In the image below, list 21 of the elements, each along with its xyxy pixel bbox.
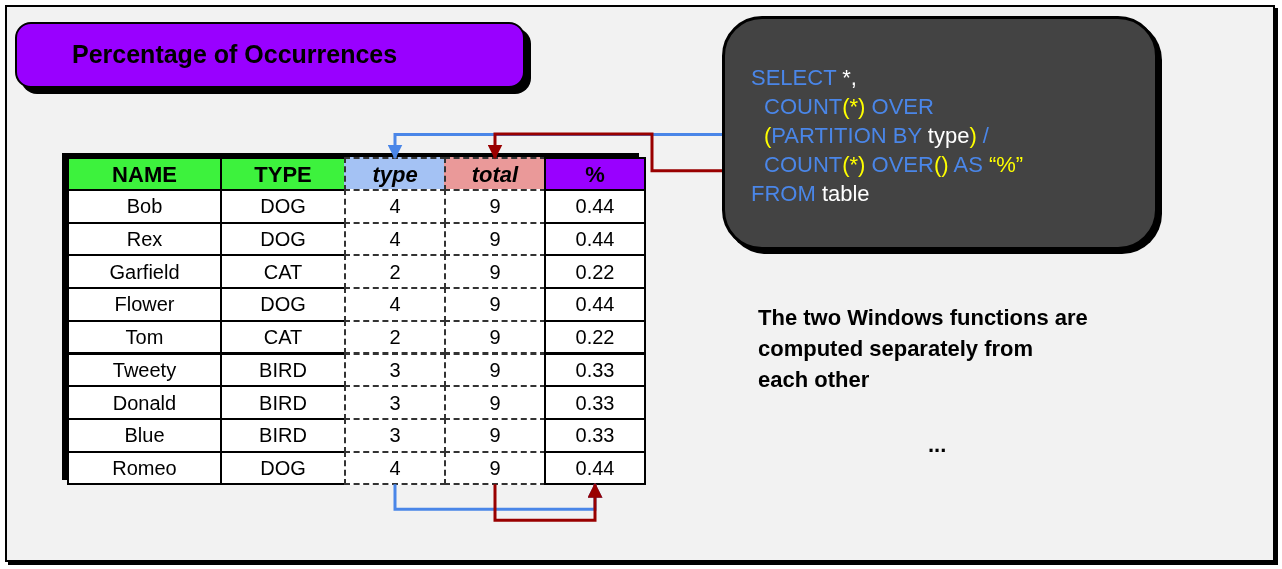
header-cell: type <box>344 157 446 191</box>
code-line: FROM table <box>751 180 870 208</box>
table-cell: 4 <box>344 450 446 486</box>
table-cell: 0.22 <box>544 254 646 290</box>
header-cell: % <box>544 157 646 191</box>
table-cell: 0.44 <box>544 189 646 224</box>
code-line: COUNT(*) OVER <box>764 93 934 121</box>
header-cell: total <box>444 157 546 191</box>
connector-arrow <box>487 132 722 173</box>
code-line: SELECT *, <box>751 64 857 92</box>
table-cell: 0.33 <box>544 385 646 420</box>
code-line: COUNT(*) OVER() AS “%” <box>764 151 1024 179</box>
table-cell: Romeo <box>67 450 222 486</box>
header-cell: NAME <box>67 157 222 191</box>
note-text: The two Windows functions are computed separately from each other <box>758 304 1088 394</box>
ellipsis-text: ... <box>928 431 947 459</box>
code-line: (PARTITION BY type) / <box>764 122 989 150</box>
table-cell: 0.44 <box>544 287 646 322</box>
connector-arrow <box>493 482 603 522</box>
table-cell: 0.44 <box>544 450 646 486</box>
header-cell: TYPE <box>220 157 346 191</box>
